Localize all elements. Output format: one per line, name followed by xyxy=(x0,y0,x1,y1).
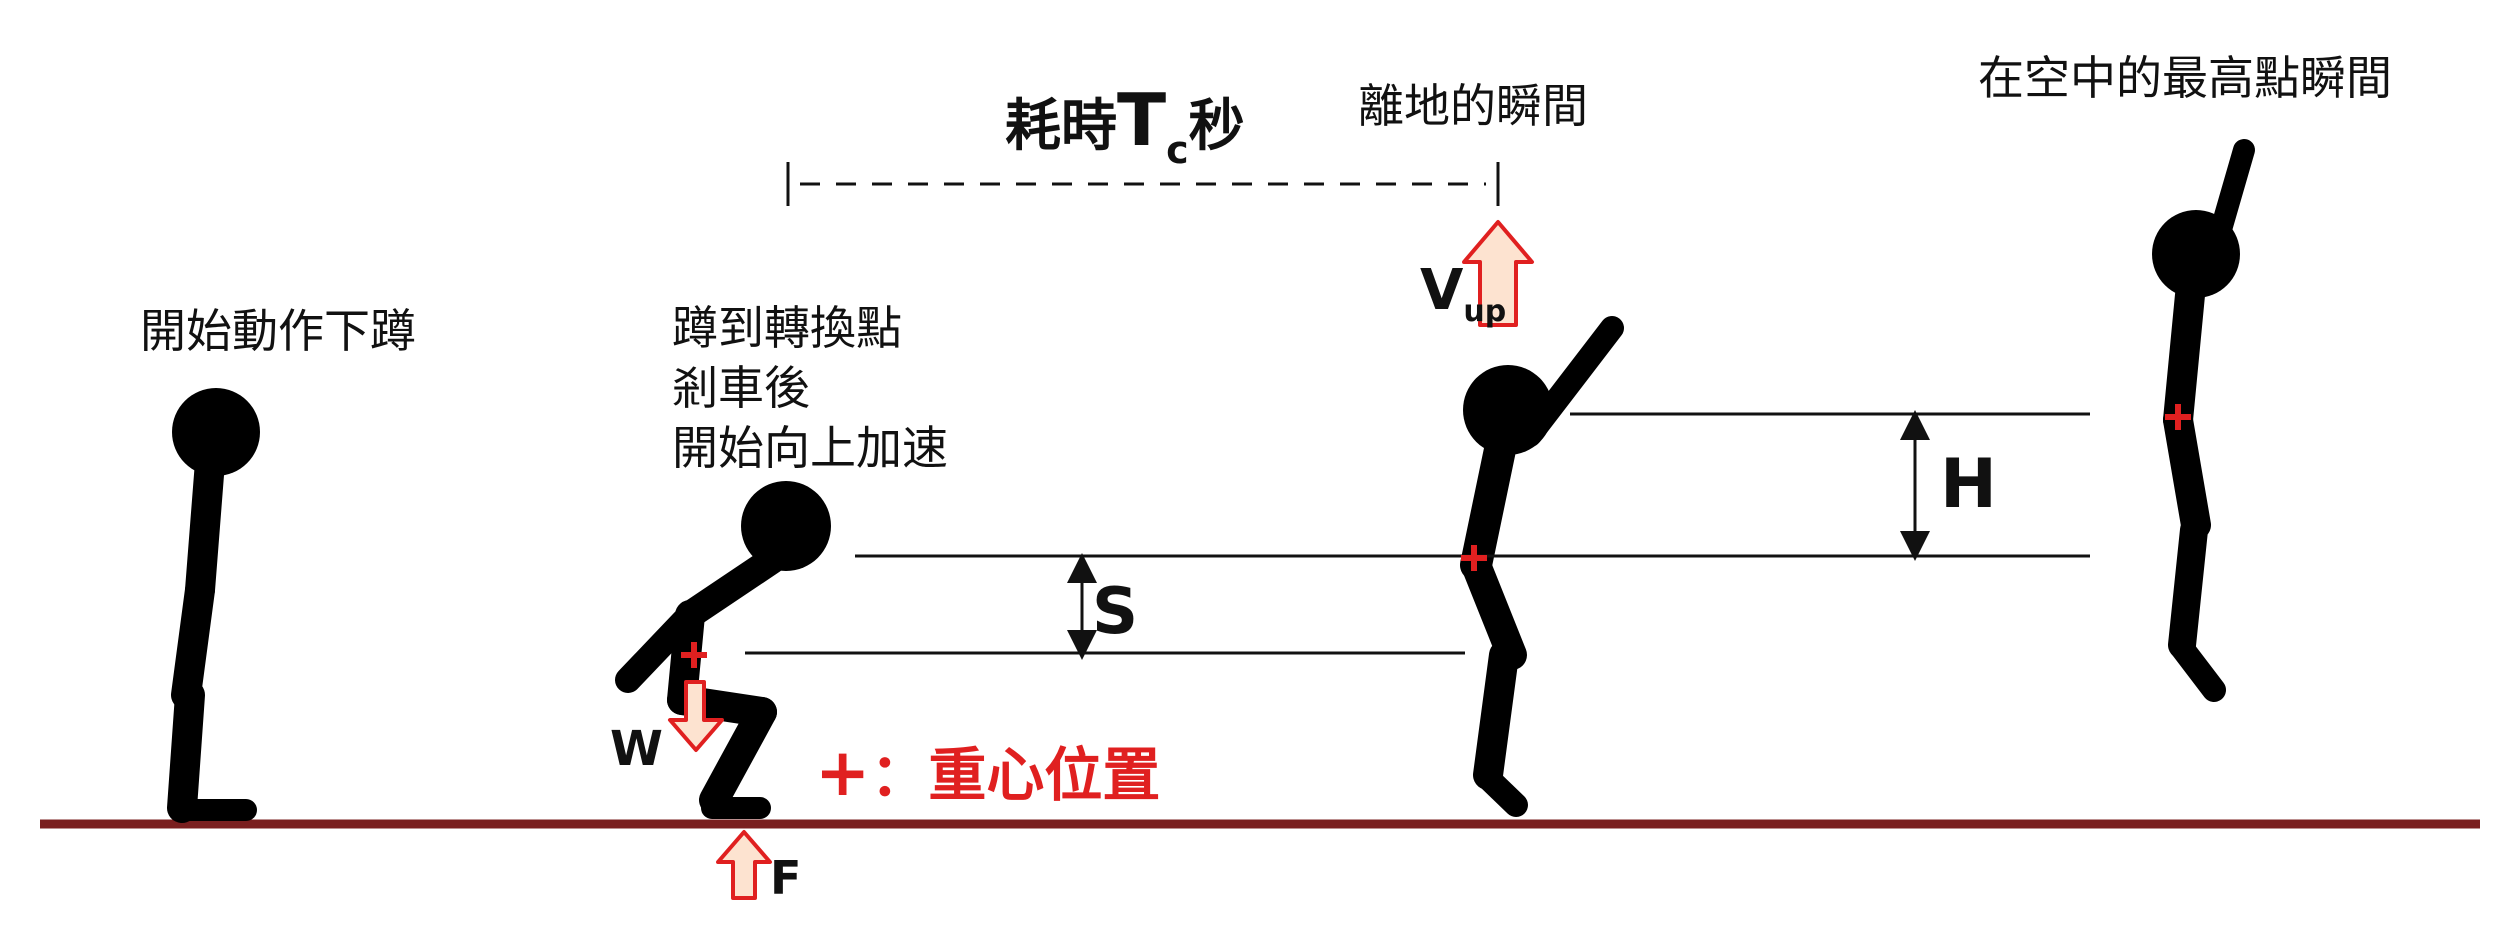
label-turn-line1: 蹲到轉換點 xyxy=(672,301,902,355)
label-start-squat: 開始動作下蹲 xyxy=(140,304,416,358)
force-up-arrow xyxy=(716,830,772,900)
weight-down-arrow xyxy=(668,680,724,752)
velocity-up-arrow xyxy=(1462,220,1534,327)
label-time: 耗時Tc秒 xyxy=(1005,78,1245,172)
time-subscript: c xyxy=(1166,128,1189,172)
cg-marker-takeoff xyxy=(1461,545,1487,571)
cg-marker-squat xyxy=(681,642,707,668)
label-turn-line3: 開始向上加速 xyxy=(672,421,948,475)
figure-standing xyxy=(167,388,260,823)
cg-legend-text: ：重心位置 xyxy=(870,741,1161,809)
time-suffix: 秒 xyxy=(1188,94,1245,159)
figure-takeoff xyxy=(1460,316,1624,817)
label-peak: 在空中的最高點瞬間 xyxy=(1978,51,2392,105)
cg-marker-peak xyxy=(2165,404,2191,430)
time-bracket xyxy=(786,162,1500,206)
cg-legend-plus: + xyxy=(815,734,871,811)
time-prefix: 耗時 xyxy=(1005,94,1117,159)
label-velocity-up: Vup xyxy=(1420,258,1506,329)
label-turn-line2: 剎車後 xyxy=(672,361,810,415)
label-takeoff: 離地的瞬間 xyxy=(1358,79,1588,133)
velocity-subscript: up xyxy=(1463,294,1507,329)
figure-peak xyxy=(2152,139,2255,702)
cg-legend: +：重心位置 xyxy=(815,728,1160,812)
time-variable: T xyxy=(1117,78,1167,162)
label-height-h: H xyxy=(1940,445,1997,524)
label-force: F xyxy=(770,851,802,905)
label-weight: W xyxy=(610,721,663,777)
label-distance-s: S xyxy=(1092,575,1139,649)
velocity-symbol: V xyxy=(1420,258,1464,323)
